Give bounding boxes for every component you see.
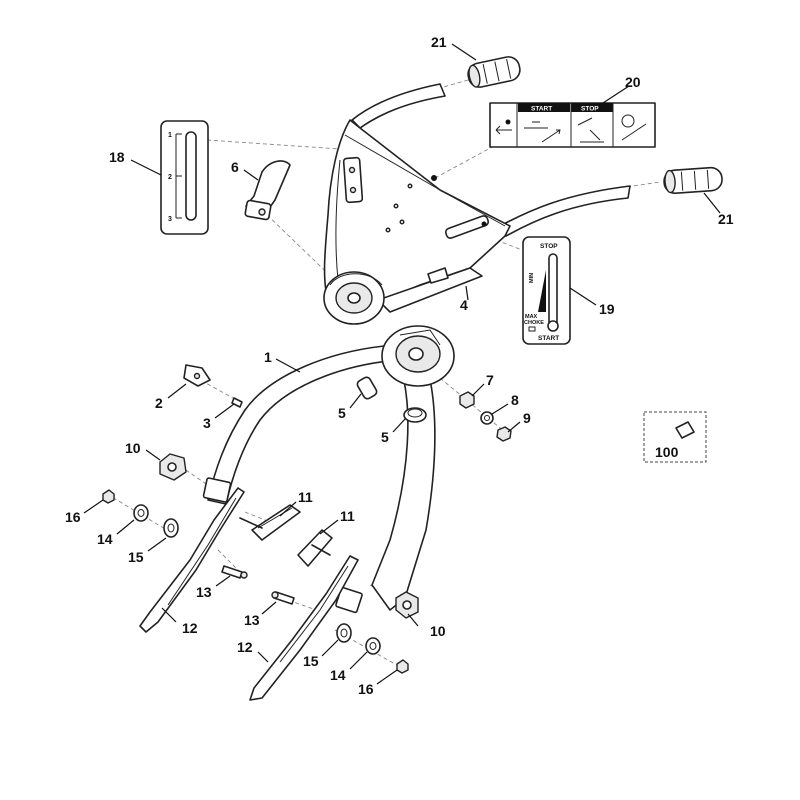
decal18-mark-2: 2	[168, 174, 172, 181]
upper-handle	[323, 83, 631, 325]
decal19-start-label: START	[538, 335, 559, 342]
callout-numbers: 1 2 3 4 5 5 6 7 8 9 10 10 11 11 12 12 13…	[65, 34, 734, 697]
washer-part-15-left	[163, 518, 179, 538]
bracket-part-11-left	[251, 504, 301, 541]
callout-leaders	[83, 43, 721, 685]
callout-2: 2	[155, 395, 163, 411]
callout-16b: 16	[358, 681, 374, 697]
decal19-min-label: MIN	[529, 273, 535, 283]
decal-part-18: 1 2 3	[160, 120, 209, 235]
callout-20: 20	[625, 74, 641, 90]
decal19-max-label: MAX	[525, 314, 538, 320]
callout-19: 19	[599, 301, 615, 317]
callout-100: 100	[655, 444, 679, 460]
decal18-mark-1: 1	[168, 132, 172, 139]
nut-part-16-right	[396, 659, 409, 674]
hand-symbol-icon	[495, 125, 512, 135]
callout-4: 4	[460, 297, 468, 313]
callout-12b: 12	[237, 639, 253, 655]
callout-13b: 13	[244, 612, 260, 628]
washer-part-14-right	[365, 637, 381, 655]
callout-11a: 11	[298, 489, 313, 505]
decal19-stop-label: STOP	[540, 243, 558, 250]
callout-8: 8	[511, 392, 519, 408]
clip-part-12-left	[139, 487, 245, 633]
bracket-part-11-right	[297, 529, 333, 567]
callout-10a: 10	[125, 440, 141, 456]
bolt-part-13-left	[221, 565, 243, 579]
callout-5a: 5	[338, 405, 346, 421]
callout-10b: 10	[430, 623, 446, 639]
callout-5b: 5	[381, 429, 389, 445]
callout-18: 18	[109, 149, 125, 165]
callout-21a: 21	[431, 34, 447, 50]
decal-part-20: START STOP	[489, 102, 656, 148]
washer-part-8	[480, 411, 494, 425]
decal-part-19: STOP MIN MAX CHOKE START	[522, 236, 571, 345]
decal18-mark-3: 3	[168, 216, 172, 223]
callout-13a: 13	[196, 584, 212, 600]
decal20-stop-label: STOP	[581, 106, 599, 113]
bushing-part-5-upper	[356, 376, 378, 400]
washer-part-14-left	[133, 504, 149, 522]
lower-handle	[202, 325, 455, 614]
callout-12a: 12	[182, 620, 198, 636]
callout-15b: 15	[303, 653, 319, 669]
callout-14a: 14	[97, 531, 113, 547]
grip-part-21-right	[663, 166, 723, 194]
washer-part-15-right	[336, 623, 352, 643]
decal20-start-label: START	[531, 106, 552, 113]
hardware-parts	[102, 56, 723, 701]
kit-part-100	[643, 411, 707, 463]
callout-21b: 21	[718, 211, 734, 227]
callout-15a: 15	[128, 549, 144, 565]
callout-14b: 14	[330, 667, 346, 683]
decal19-choke-label: CHOKE	[524, 320, 544, 326]
screw-part-3	[231, 397, 243, 408]
bushing-part-5-lower	[403, 407, 427, 423]
callout-7: 7	[486, 372, 494, 388]
nut-part-9	[496, 426, 512, 442]
callout-11b: 11	[340, 508, 355, 524]
nut-part-16-left	[102, 489, 115, 504]
callout-3: 3	[203, 415, 211, 431]
grip-part-21-top	[467, 56, 521, 88]
nut-part-7	[459, 391, 475, 409]
callout-6: 6	[231, 159, 239, 175]
callout-1: 1	[264, 349, 272, 365]
callout-9: 9	[523, 410, 531, 426]
callout-16a: 16	[65, 509, 81, 525]
